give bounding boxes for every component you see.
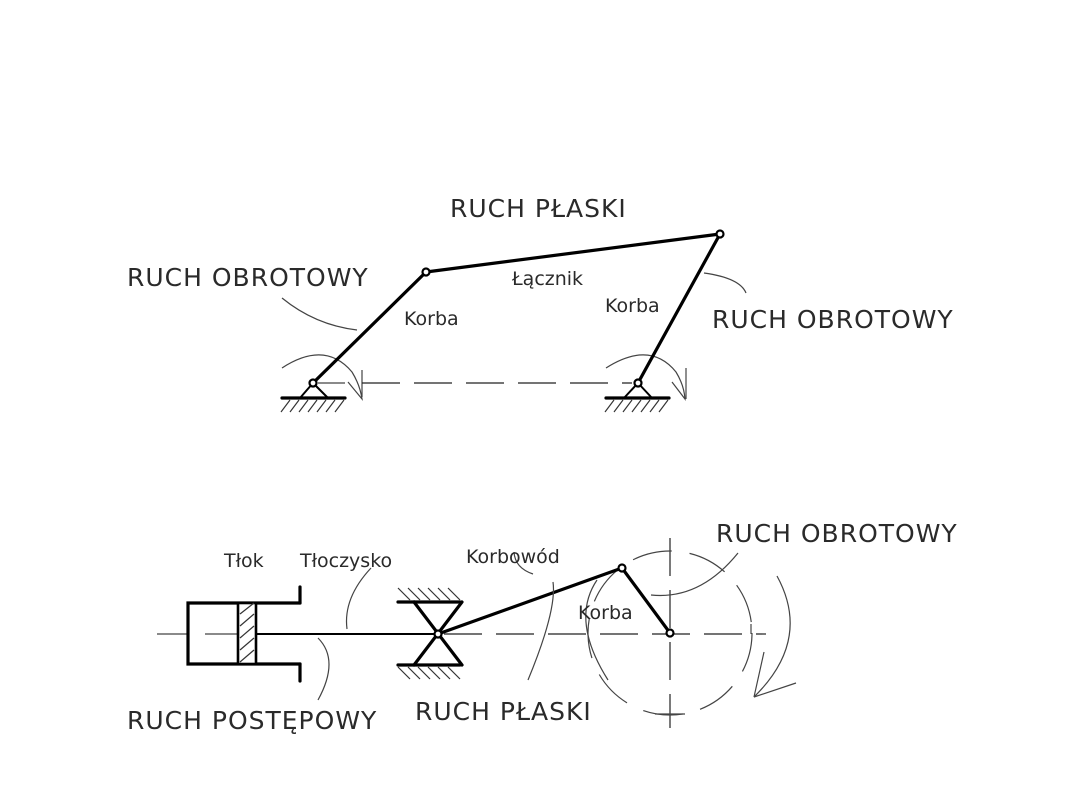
crank-rotation-arrow [753, 575, 797, 698]
piston-rod-leader [345, 567, 372, 630]
crank-label: Korba [578, 602, 633, 624]
left-motion-leader [281, 297, 358, 331]
left-crank-link [311, 270, 428, 385]
piston-label: Tłok [223, 550, 264, 572]
crank-link [620, 566, 672, 635]
piston-motion-leader [317, 637, 330, 701]
left-ground-support [280, 382, 347, 413]
coupler-motion-label: RUCH PŁASKI [450, 194, 627, 223]
crank-motion-label: RUCH OBROTOWY [716, 519, 958, 548]
left-ground-joint [308, 378, 318, 388]
coupler-label: Łącznik [511, 268, 583, 290]
piston-rod-label: Tłoczysko [299, 550, 392, 572]
coupler-link [424, 232, 722, 274]
right-motion-leader [703, 272, 747, 294]
four-bar-linkage: RUCH PŁASKI RUCH OBROTOWY RUCH OBROTOWY … [127, 194, 954, 413]
right-ground-joint [633, 378, 643, 388]
crank-pin-joint [617, 563, 627, 573]
right-crank-joint [715, 229, 725, 239]
left-rotation-arrow [281, 354, 363, 402]
connecting-rod-leader-top [513, 551, 534, 575]
crank-center-joint [665, 628, 675, 638]
connecting-rod-label: Korbowód [466, 546, 560, 568]
right-motion-label: RUCH OBROTOWY [712, 305, 954, 334]
left-crank-label: Korba [404, 308, 459, 330]
connecting-rod [436, 566, 624, 636]
slider-guides [396, 587, 462, 680]
right-crank-label: Korba [605, 295, 660, 317]
piston [236, 601, 258, 666]
right-crank-link [636, 232, 722, 385]
right-rotation-arrow [605, 354, 686, 401]
left-motion-label: RUCH OBROTOWY [127, 263, 369, 292]
connecting-rod-leader-bottom [527, 581, 555, 681]
piston-motion-label: RUCH POSTĘPOWY [127, 706, 377, 735]
rod-motion-label: RUCH PŁASKI [415, 697, 592, 726]
crank-motion-leader [650, 552, 739, 597]
slider-crank-mechanism: Tłok Tłoczysko Korbowód Korba RUCH OBROT… [127, 519, 958, 735]
left-crank-joint [421, 267, 431, 277]
crank-leader [585, 579, 609, 681]
slider-joint [433, 629, 443, 639]
